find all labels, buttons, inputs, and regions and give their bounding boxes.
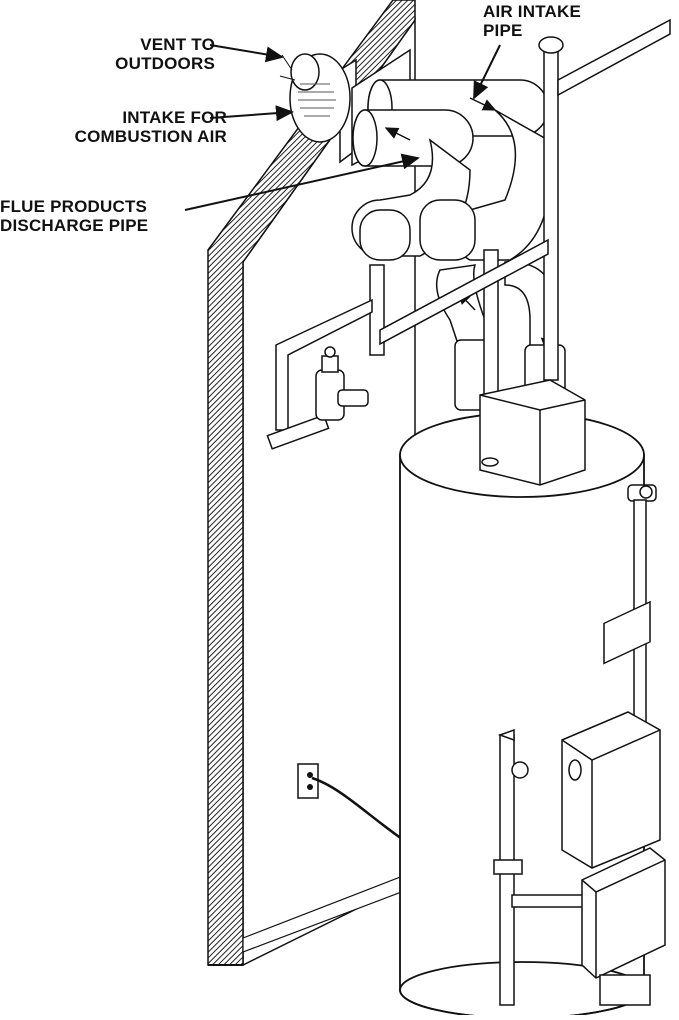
intake-label-line1: INTAKE FOR (122, 108, 227, 127)
intake-label-line2: COMBUSTION AIR (74, 127, 227, 146)
draft-hood (479, 379, 586, 486)
air-intake-pipe-label: AIR INTAKE PIPE (483, 2, 593, 40)
flue-leader (184, 153, 420, 211)
flue-label-line2: DISCHARGE PIPE (0, 216, 149, 235)
vent-to-outdoors-label: VENT TO OUTDOORS (103, 35, 215, 73)
vent-label-line1: VENT TO (140, 35, 215, 54)
gas-piping (266, 18, 671, 461)
vent-piping (351, 48, 566, 416)
vent-label-line2: OUTDOORS (115, 54, 215, 73)
intake-leader (209, 105, 294, 122)
air-intake-leader (473, 44, 501, 100)
label-leaders (184, 44, 501, 211)
water-lines (493, 728, 593, 1006)
flue-label-line1: FLUE PRODUCTS (0, 197, 148, 216)
electrical-outlet (297, 763, 319, 799)
intake-combustion-air-label: INTAKE FOR COMBUSTION AIR (55, 108, 227, 146)
flue-products-label: FLUE PRODUCTS DISCHARGE PIPE (0, 197, 180, 235)
air-intake-label-line1: AIR INTAKE (483, 2, 582, 21)
air-intake-label-line2: PIPE (483, 21, 523, 40)
gas-control-valve (581, 600, 666, 1006)
control-box (561, 711, 661, 869)
vent-terminal (279, 53, 357, 164)
vent-leader (209, 44, 284, 63)
